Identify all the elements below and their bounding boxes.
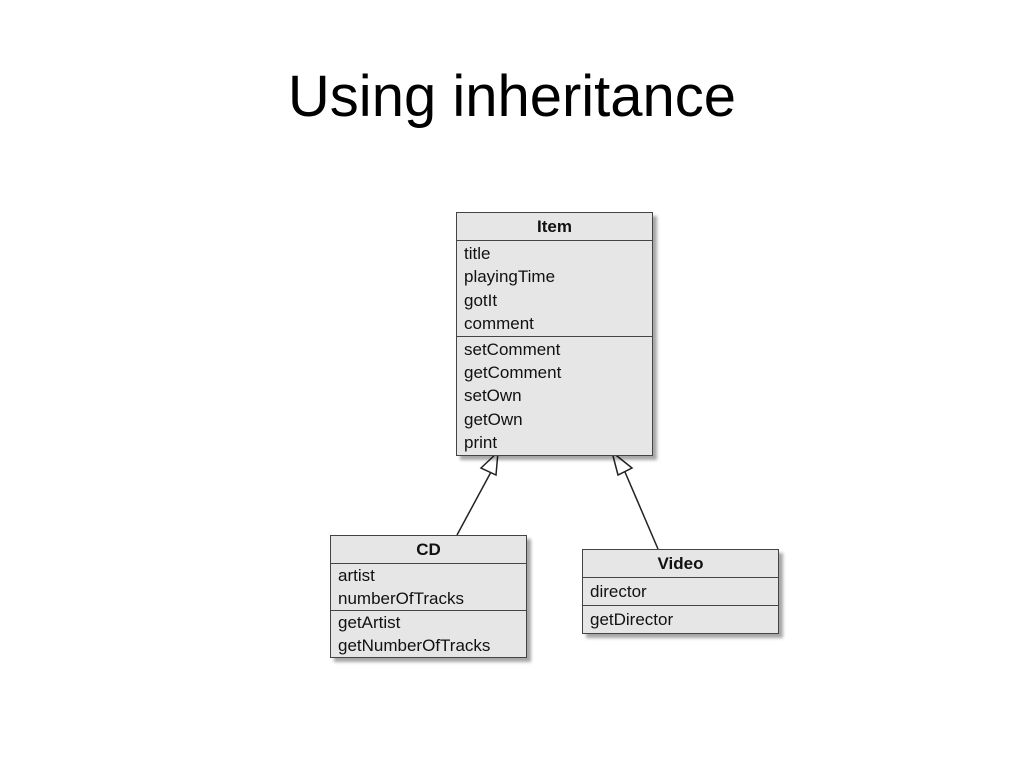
method: getComment	[464, 362, 562, 382]
method: print	[464, 433, 498, 453]
method: getOwn	[464, 409, 523, 429]
slide-title: Using inheritance	[287, 64, 737, 129]
field: numberOfTracks	[338, 589, 464, 608]
field: playingTime	[464, 267, 556, 287]
method: setComment	[464, 339, 561, 359]
class-video: Video director getDirector	[582, 549, 779, 634]
field: gotIt	[464, 290, 498, 310]
method: getArtist	[338, 613, 401, 632]
class-methods: getDirector	[583, 606, 778, 633]
class-name: Video	[583, 550, 778, 578]
video-to-item-line	[624, 471, 659, 550]
field: title	[464, 244, 491, 263]
cd-to-item-line	[456, 471, 492, 536]
class-cd: CD artist numberOfTracks getArtist getNu…	[330, 535, 527, 658]
field: comment	[464, 314, 534, 334]
method: setOwn	[464, 386, 522, 406]
class-name: Item	[457, 213, 652, 241]
field: director	[590, 582, 647, 601]
class-methods: getArtist getNumberOfTracks	[331, 611, 526, 657]
cd-to-item-arrowhead	[479, 450, 499, 477]
video-to-item-arrowhead	[610, 450, 634, 477]
class-name: CD	[331, 536, 526, 564]
field: artist	[338, 566, 375, 585]
method: getNumberOfTracks	[338, 636, 491, 655]
class-fields: artist numberOfTracks	[331, 564, 526, 611]
class-item: Item title playingTime gotIt comment set…	[456, 212, 653, 456]
class-fields: title playingTime gotIt comment	[457, 241, 652, 337]
class-methods: setComment getComment setOwn getOwn prin…	[457, 337, 652, 455]
method: getDirector	[590, 610, 674, 629]
class-fields: director	[583, 578, 778, 606]
